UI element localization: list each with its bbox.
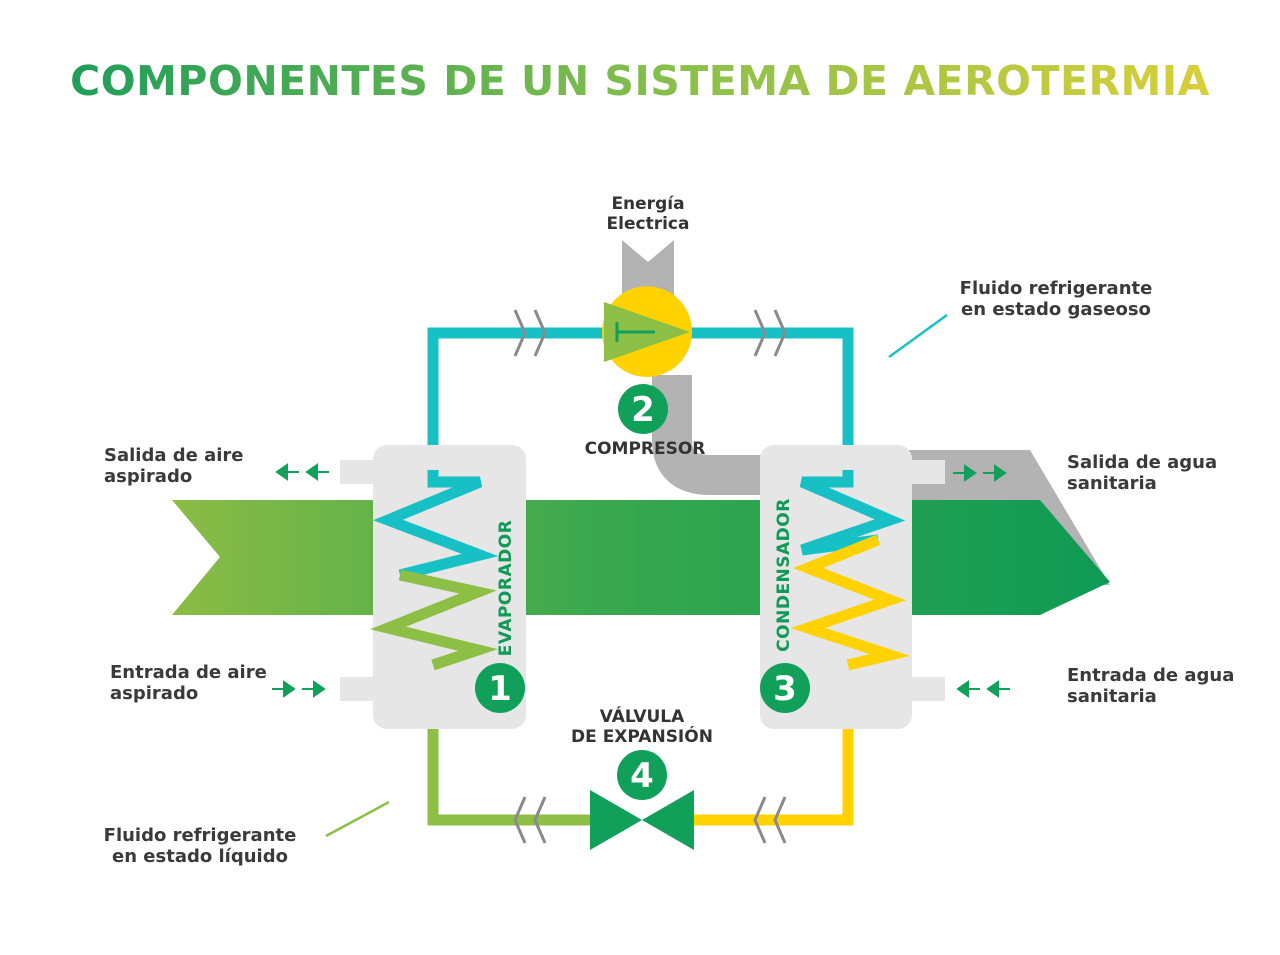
air-in-arrows: [272, 680, 326, 698]
page-title: COMPONENTES DE UN SISTEMA DE AEROTERMIA: [70, 57, 1210, 105]
salida-aire-line1: Salida de aire: [104, 445, 244, 466]
water-in-arrows: [956, 680, 1010, 698]
energia-label-line1: Energía: [611, 194, 684, 214]
condenser-number: 3: [773, 669, 797, 709]
compressor-label: COMPRESOR: [585, 439, 706, 459]
air-out-arrows: [275, 463, 329, 481]
salida-aire-line2: aspirado: [104, 466, 192, 487]
compressor-number: 2: [631, 390, 655, 430]
valve-number-badge: [617, 750, 667, 800]
valve-label-line1: VÁLVULA: [600, 705, 685, 727]
liquid-callout-line: [325, 800, 390, 838]
compressor-number-badge: [618, 384, 668, 434]
entrada-aire-line2: aspirado: [110, 683, 198, 704]
entrada-agua-line2: sanitaria: [1067, 686, 1157, 707]
valve-number: 4: [630, 756, 654, 796]
salida-agua-line2: sanitaria: [1067, 473, 1157, 494]
salida-agua-line1: Salida de agua: [1067, 452, 1217, 473]
water-out-arrows: [953, 464, 1007, 482]
entrada-aire-line1: Entrada de aire: [110, 662, 267, 683]
fluido-liquido-line1: Fluido refrigerante: [104, 825, 297, 846]
expansion-valve-icon: [590, 790, 694, 850]
energy-input-arrow: [622, 240, 674, 300]
gas-callout-line: [888, 313, 948, 359]
condenser-number-badge: [760, 663, 810, 713]
evaporator-number-badge: [475, 663, 525, 713]
energia-label-line2: Electrica: [607, 214, 690, 234]
compressor-symbol: [615, 322, 655, 342]
evaporator-coil-liquid: [370, 569, 498, 671]
flow-chevrons-bottom-left: [513, 796, 547, 844]
condenser-label: CONDENSADOR: [774, 498, 794, 652]
fluido-gaseoso-line2: en estado gaseoso: [961, 299, 1151, 320]
valve-label-line2: DE EXPANSIÓN: [571, 725, 713, 747]
flow-chevrons-top-left: [513, 309, 547, 357]
evaporator-coil-gas: [373, 470, 499, 581]
condenser-coil-gas: [799, 470, 906, 556]
entrada-agua-line1: Entrada de agua: [1067, 665, 1234, 686]
condenser-coil-liquid: [790, 534, 911, 671]
fluido-gaseoso-line1: Fluido refrigerante: [960, 278, 1153, 299]
flow-chevrons-bottom-right: [753, 796, 787, 844]
evaporator-label: EVAPORADOR: [496, 520, 516, 657]
fluido-liquido-line2: en estado líquido: [112, 846, 288, 867]
evaporator-number: 1: [488, 669, 512, 709]
gray-discharge-pipe: [652, 375, 770, 495]
air-flow-band: [172, 500, 1110, 615]
flow-chevrons-top-right: [753, 309, 787, 357]
